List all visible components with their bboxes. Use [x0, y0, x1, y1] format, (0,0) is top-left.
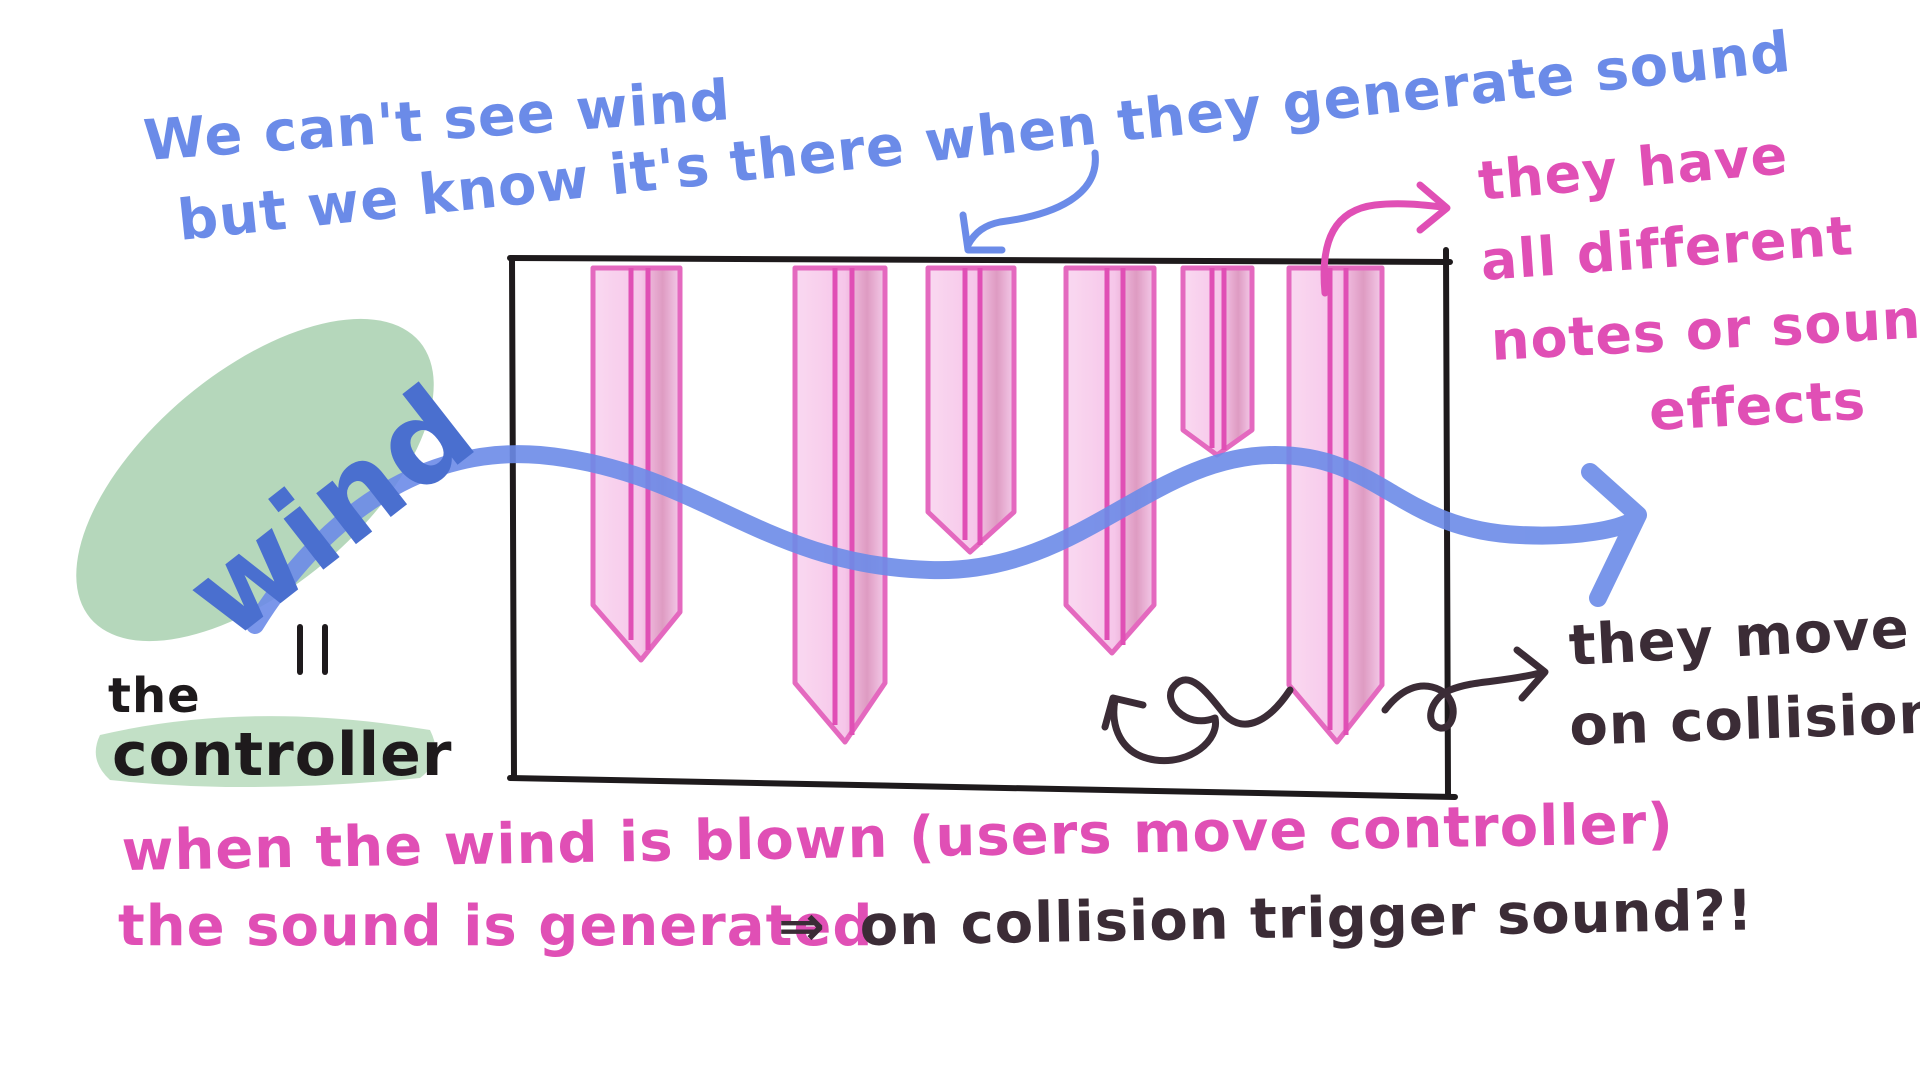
equals-sign — [297, 624, 328, 675]
wind-arrow — [246, 445, 1647, 634]
pink-note-line3: notes or sound — [1489, 285, 1920, 373]
controller-word: controller — [112, 720, 452, 790]
bottom-line2-dark: on collision trigger sound?! — [859, 878, 1754, 959]
blue-note: We can't see wind but we know it's there… — [141, 20, 1794, 254]
chime-tube-3 — [925, 265, 1017, 555]
pink-note: they have all different notes or sound e… — [1476, 123, 1920, 443]
chime-tube-4 — [1063, 265, 1157, 656]
chime-tube-2 — [792, 265, 888, 745]
move-note-line1: they move — [1567, 596, 1911, 679]
swirl-motion-arrow — [1101, 646, 1549, 765]
chime-tubes — [590, 265, 1385, 745]
controller-the: the — [108, 668, 201, 724]
bottom-line2-arrow: ⇒ — [778, 894, 826, 959]
controller-highlight — [95, 716, 436, 788]
chime-tube-5 — [1180, 265, 1255, 458]
curved-pointer-arrow — [959, 149, 1099, 254]
bottom-line1: when the wind is blown (users move contr… — [121, 792, 1674, 884]
pink-note-line2: all different — [1479, 204, 1856, 293]
bottom-line2-pink: the sound is generated — [118, 894, 873, 959]
move-note-line2: on collision — [1568, 681, 1920, 759]
pink-pointer-arrow — [1320, 181, 1451, 297]
chime-tube-1 — [590, 265, 683, 663]
pink-note-line4: effects — [1647, 369, 1867, 443]
wind-blob — [76, 318, 434, 642]
move-note: they move on collision — [1567, 596, 1920, 759]
pink-note-line1: they have — [1476, 123, 1791, 213]
chime-tube-6 — [1286, 265, 1385, 745]
bottom-note: when the wind is blown (users move contr… — [118, 792, 1754, 959]
